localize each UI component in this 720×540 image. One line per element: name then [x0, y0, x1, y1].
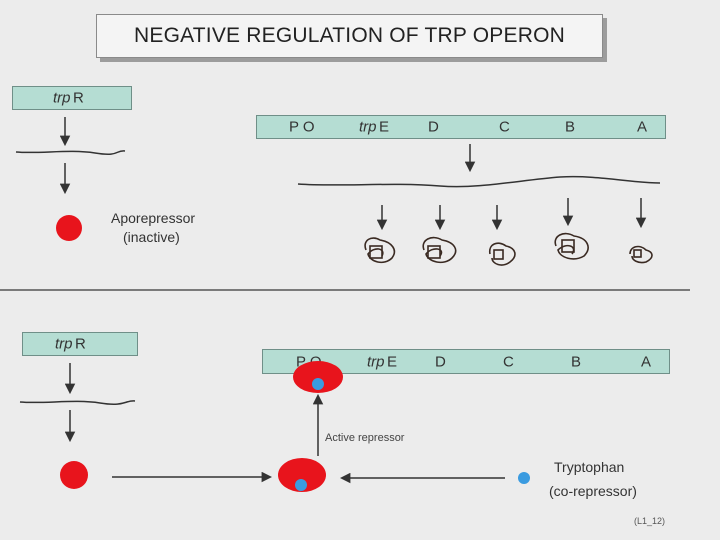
- gene-d-label: D: [435, 353, 446, 370]
- gene-b-label: B: [571, 353, 582, 370]
- inactive-repressor-circle: [60, 461, 88, 489]
- trpr-gene-italic: trp: [53, 89, 71, 107]
- promoter-operator-label: P O: [289, 118, 315, 136]
- page-title: NEGATIVE REGULATION OF TRP OPERON: [96, 14, 603, 58]
- corepressor-label: (co-repressor): [549, 483, 637, 499]
- enzyme-d-icon: [422, 236, 457, 264]
- gene-c-label: C: [499, 118, 510, 136]
- active-repressor-complex: [278, 458, 326, 492]
- aporepressor-state-label: (inactive): [123, 229, 180, 245]
- repressor-bound-operator: [293, 361, 343, 393]
- gene-b-label: B: [565, 118, 576, 136]
- active-repressor-label: Active repressor: [325, 432, 405, 444]
- gene-a-label: A: [641, 353, 652, 370]
- tryptophan-dot: [518, 472, 530, 484]
- mrna-wave-bottom: [19, 400, 136, 405]
- slide-code: (L1_12): [634, 516, 666, 526]
- enzyme-e-icon: [364, 237, 396, 264]
- gene-e-label: E: [379, 118, 390, 136]
- trpr-gene-rest: R: [75, 335, 86, 353]
- trpr-gene-rest: R: [73, 89, 84, 107]
- enzyme-b-icon: [554, 232, 589, 260]
- trpr-gene-box-bottom: trp R: [22, 332, 138, 356]
- enzyme-c-icon: [488, 242, 516, 266]
- aporepressor-label: Aporepressor: [111, 210, 196, 226]
- gene-c-label: C: [503, 353, 514, 370]
- gene-e-label: E: [387, 353, 398, 370]
- enzyme-a-icon: [629, 245, 653, 264]
- mrna-wave-top-left: [15, 150, 126, 155]
- trp-operon-box-top: P O trp E D C B A: [256, 115, 666, 139]
- mrna-wave-top-operon: [297, 175, 661, 188]
- trp-italic-label: trp: [367, 353, 385, 370]
- gene-a-label: A: [637, 118, 648, 136]
- aporepressor-circle: [56, 215, 82, 241]
- tryptophan-label: Tryptophan: [554, 459, 625, 475]
- trp-italic-label: trp: [359, 118, 377, 136]
- gene-d-label: D: [428, 118, 439, 136]
- trpr-gene-italic: trp: [55, 335, 73, 353]
- trpr-gene-box-top: trp R: [12, 86, 132, 110]
